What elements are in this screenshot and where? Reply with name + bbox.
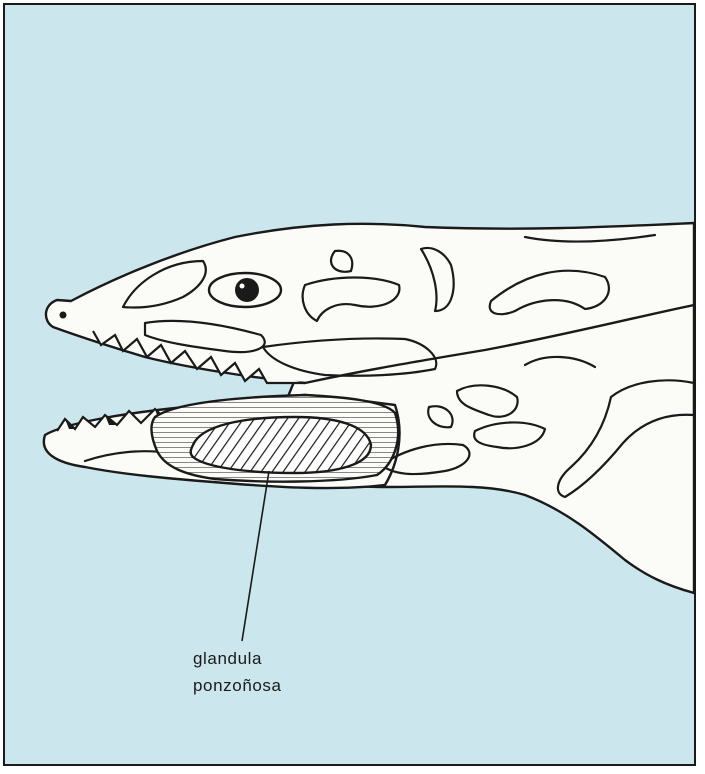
eye-pupil xyxy=(235,278,259,302)
nostril xyxy=(60,312,67,319)
diagram-figure: glandula ponzoñosa xyxy=(3,3,696,766)
gland-label-line2: ponzoñosa xyxy=(193,676,282,695)
eye-highlight xyxy=(240,284,245,289)
venom-gland xyxy=(191,417,371,473)
lizard-head-illustration: glandula ponzoñosa xyxy=(5,5,694,764)
gland-label-line1: glandula xyxy=(193,649,262,668)
